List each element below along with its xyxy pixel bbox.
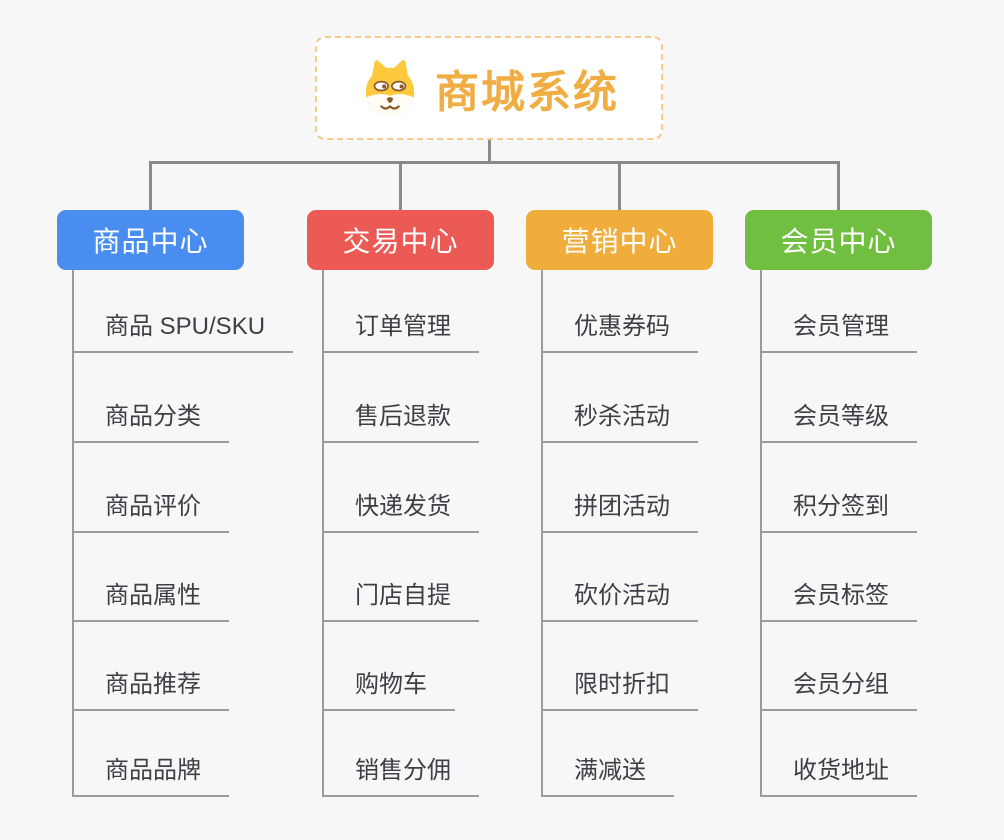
leaf-label: 会员管理 <box>760 311 917 353</box>
leaf-node[interactable]: 订单管理 <box>322 311 479 353</box>
leaf-node[interactable]: 销售分佣 <box>322 755 479 797</box>
leaf-node[interactable]: 购物车 <box>322 669 455 711</box>
leaf-label: 优惠券码 <box>541 311 698 353</box>
leaf-node[interactable]: 拼团活动 <box>541 491 698 533</box>
branch-node-member-center[interactable]: 会员中心 <box>745 210 932 270</box>
connector-root-stub <box>488 140 491 164</box>
leaf-label: 砍价活动 <box>541 580 698 622</box>
leaf-node[interactable]: 商品分类 <box>72 401 229 443</box>
leaf-node[interactable]: 优惠券码 <box>541 311 698 353</box>
leaf-label: 销售分佣 <box>322 755 479 797</box>
leaf-node[interactable]: 满减送 <box>541 755 674 797</box>
leaf-label: 购物车 <box>322 669 455 711</box>
leaf-node[interactable]: 商品品牌 <box>72 755 229 797</box>
leaf-label: 会员标签 <box>760 580 917 622</box>
leaf-label: 门店自提 <box>322 580 479 622</box>
root-title: 商城系统 <box>435 68 619 117</box>
connector-drop-marketing-center <box>618 161 621 210</box>
leaf-node[interactable]: 会员等级 <box>760 401 917 443</box>
leaf-node[interactable]: 会员分组 <box>760 669 917 711</box>
branch-node-trade-center[interactable]: 交易中心 <box>307 210 494 270</box>
leaf-label: 商品属性 <box>72 580 229 622</box>
leaf-node[interactable]: 会员标签 <box>760 580 917 622</box>
connector-drop-trade-center <box>399 161 402 210</box>
leaf-spine-trade-center <box>322 270 324 797</box>
leaf-node[interactable]: 售后退款 <box>322 401 479 443</box>
leaf-label: 会员分组 <box>760 669 917 711</box>
leaf-label: 快递发货 <box>322 491 479 533</box>
leaf-label: 拼团活动 <box>541 491 698 533</box>
connector-drop-member-center <box>837 161 840 210</box>
connector-bus <box>149 161 840 164</box>
shiba-dog-icon <box>365 60 415 117</box>
leaf-node[interactable]: 商品评价 <box>72 491 229 533</box>
leaf-label: 订单管理 <box>322 311 479 353</box>
leaf-node[interactable]: 积分签到 <box>760 491 917 533</box>
leaf-label: 限时折扣 <box>541 669 698 711</box>
leaf-label: 商品推荐 <box>72 669 229 711</box>
branch-node-product-center[interactable]: 商品中心 <box>57 210 244 270</box>
leaf-node[interactable]: 商品属性 <box>72 580 229 622</box>
leaf-label: 商品 SPU/SKU <box>72 311 294 353</box>
leaf-spine-product-center <box>72 270 74 797</box>
leaf-label: 满减送 <box>541 755 674 797</box>
leaf-node[interactable]: 商品 SPU/SKU <box>72 311 294 353</box>
leaf-label: 秒杀活动 <box>541 401 698 443</box>
leaf-label: 会员等级 <box>760 401 917 443</box>
leaf-label: 商品分类 <box>72 401 229 443</box>
leaf-label: 商品品牌 <box>72 755 229 797</box>
root-node-mall-system[interactable]: 商城系统 <box>315 36 663 140</box>
leaf-label: 收货地址 <box>760 755 917 797</box>
leaf-node[interactable]: 商品推荐 <box>72 669 229 711</box>
leaf-spine-marketing-center <box>541 270 543 797</box>
leaf-node[interactable]: 限时折扣 <box>541 669 698 711</box>
leaf-node[interactable]: 秒杀活动 <box>541 401 698 443</box>
leaf-node[interactable]: 门店自提 <box>322 580 479 622</box>
leaf-spine-member-center <box>760 270 762 797</box>
leaf-node[interactable]: 砍价活动 <box>541 580 698 622</box>
leaf-label: 售后退款 <box>322 401 479 443</box>
leaf-node[interactable]: 快递发货 <box>322 491 479 533</box>
leaf-node[interactable]: 收货地址 <box>760 755 917 797</box>
leaf-label: 积分签到 <box>760 491 917 533</box>
leaf-label: 商品评价 <box>72 491 229 533</box>
branch-node-marketing-center[interactable]: 营销中心 <box>526 210 713 270</box>
connector-drop-product-center <box>149 161 152 210</box>
leaf-node[interactable]: 会员管理 <box>760 311 917 353</box>
